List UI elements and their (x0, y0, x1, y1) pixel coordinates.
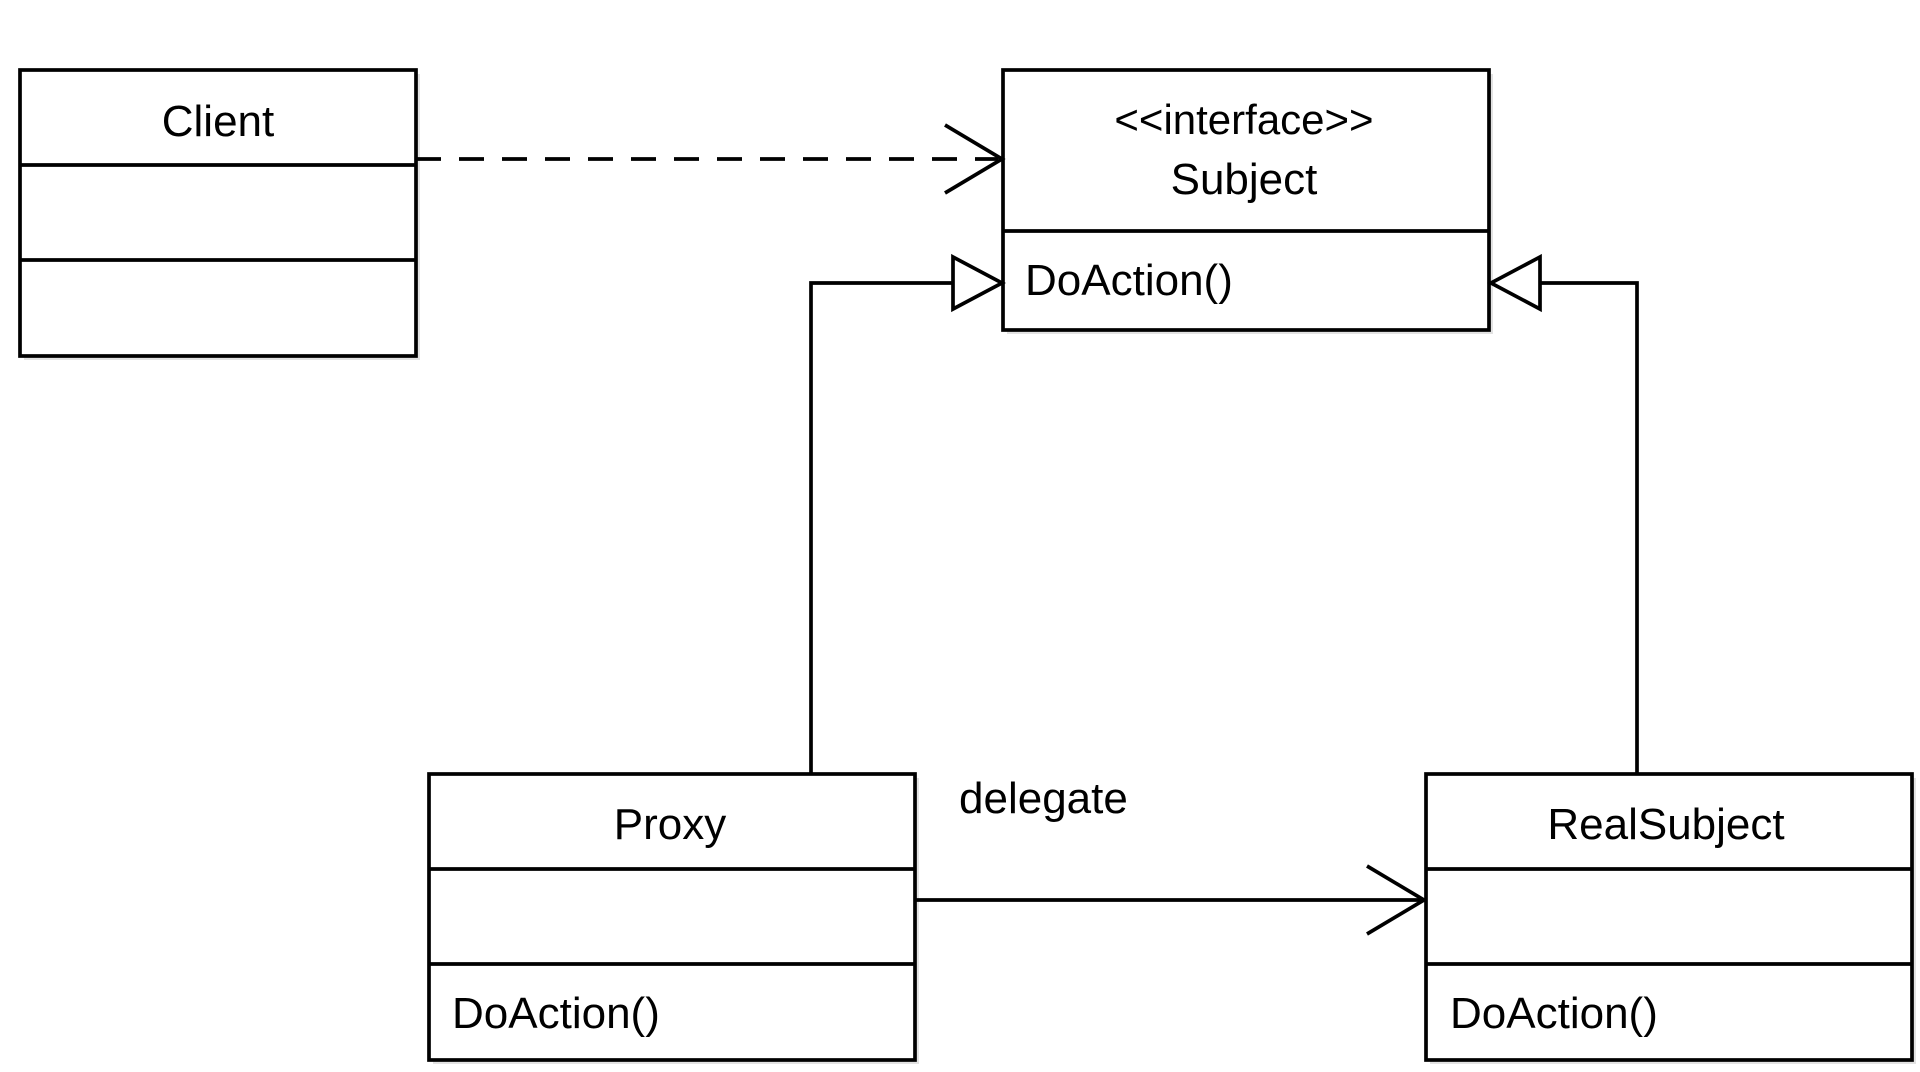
proxy-class-name: Proxy (614, 800, 726, 849)
client-class-box (18, 68, 418, 358)
real-subject-class-box (1424, 772, 1914, 1062)
hollow-triangle-icon (951, 253, 1006, 313)
proxy-real-subject-association[interactable]: delegate (915, 774, 1428, 936)
client-class-name: Client (162, 97, 275, 146)
real-subject-class[interactable]: RealSubject DoAction() (1424, 772, 1916, 1064)
subject-class-name: Subject (1171, 155, 1318, 204)
real-subject-class-name: RealSubject (1547, 800, 1784, 849)
real-subject-method: DoAction() (1450, 989, 1658, 1038)
delegate-label: delegate (959, 774, 1128, 823)
proxy-method: DoAction() (452, 989, 660, 1038)
subject-interface[interactable]: <<interface>> Subject DoAction() (1001, 68, 1493, 334)
proxy-class[interactable]: Proxy DoAction() (427, 772, 919, 1064)
subject-interface-box (1001, 68, 1491, 332)
proxy-subject-realization[interactable] (809, 253, 1006, 774)
open-arrowhead-icon (944, 123, 1006, 195)
real-subject-subject-realization[interactable] (1487, 253, 1639, 774)
open-arrowhead-icon (1366, 864, 1428, 936)
proxy-realization-line (809, 281, 953, 774)
client-subject-dependency[interactable] (416, 123, 1006, 195)
subject-method: DoAction() (1025, 256, 1233, 305)
proxy-class-box (427, 772, 917, 1062)
hollow-triangle-icon (1487, 253, 1542, 313)
subject-stereotype: <<interface>> (1114, 96, 1373, 143)
client-class[interactable]: Client (18, 68, 420, 360)
real-subject-realization-line (1540, 281, 1639, 774)
